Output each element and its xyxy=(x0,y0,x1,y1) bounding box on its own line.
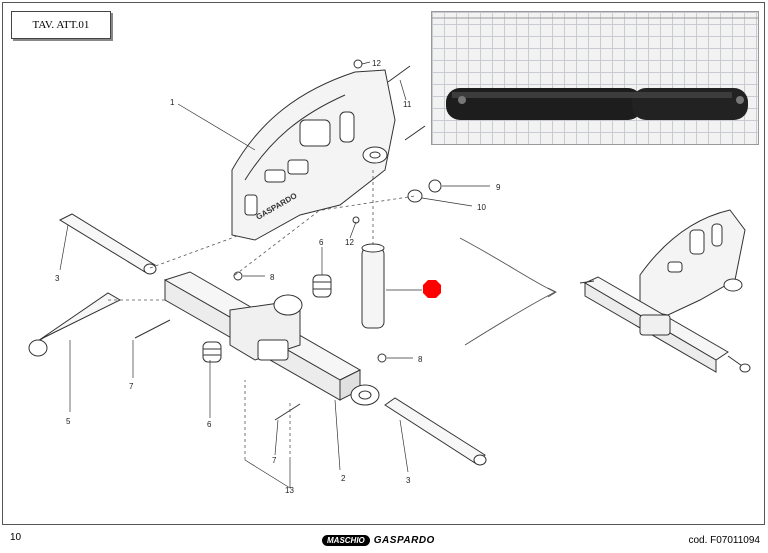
brand-logo: MASCHIO GASPARDO xyxy=(322,533,435,547)
callout-1: 1 xyxy=(170,98,175,107)
part-pin-5 xyxy=(28,292,122,357)
callout-8a: 8 xyxy=(270,273,275,282)
part-beam-2 xyxy=(163,271,380,406)
assembled-view xyxy=(579,209,751,373)
part-nut-9 xyxy=(428,179,442,193)
callout-3a: 3 xyxy=(55,274,60,283)
drawing-frame xyxy=(2,2,765,525)
part-pin-3b xyxy=(384,397,487,466)
callout-13: 13 xyxy=(285,486,294,495)
curved-arrow-icon xyxy=(459,237,557,346)
callout-12b: 12 xyxy=(345,238,354,247)
pin-photo-svg xyxy=(432,17,758,120)
document-code: cod. F07011094 xyxy=(688,535,760,546)
part-nut-12a xyxy=(353,59,363,69)
callout-12a: 12 xyxy=(372,59,381,68)
red-octagon-marker-icon xyxy=(423,280,441,298)
callout-9: 9 xyxy=(496,183,501,192)
logo-maschio: MASCHIO xyxy=(322,534,370,546)
callout-7a: 7 xyxy=(129,382,134,391)
table-label: TAV. ATT.01 xyxy=(11,11,111,39)
callout-6a: 6 xyxy=(319,238,324,247)
callout-8b: 8 xyxy=(418,355,423,364)
part-pin-3a xyxy=(58,213,157,275)
part-nut-12b xyxy=(352,216,360,224)
callout-10: 10 xyxy=(477,203,486,212)
assembly-lines xyxy=(105,170,416,460)
callout-2: 2 xyxy=(341,474,346,483)
part-bolt-11b xyxy=(404,125,426,141)
part-nut-8a xyxy=(233,271,243,281)
part-photo xyxy=(431,11,759,145)
part-bushing-6b xyxy=(202,341,222,363)
page-number: 10 xyxy=(10,532,22,543)
leader-lines xyxy=(59,61,490,489)
part-bolt-7b xyxy=(274,403,301,421)
callout-6b: 6 xyxy=(207,420,212,429)
pin-hole-left xyxy=(458,96,466,104)
logo-gaspardo: GASPARDO xyxy=(373,534,435,546)
part-vertical-pin xyxy=(361,243,385,329)
part-nut-8b xyxy=(377,353,387,363)
part-bolt-11a xyxy=(387,65,411,83)
part-bushing-6a xyxy=(312,274,332,298)
callout-11: 11 xyxy=(403,100,412,109)
callout-7b: 7 xyxy=(272,456,277,465)
pin-hole-right xyxy=(736,96,744,104)
callout-5: 5 xyxy=(66,417,71,426)
part-frame-1 xyxy=(231,69,396,241)
part-bolt-7a xyxy=(134,319,171,339)
callout-3b: 3 xyxy=(406,476,411,485)
part-washer-10 xyxy=(407,189,423,203)
